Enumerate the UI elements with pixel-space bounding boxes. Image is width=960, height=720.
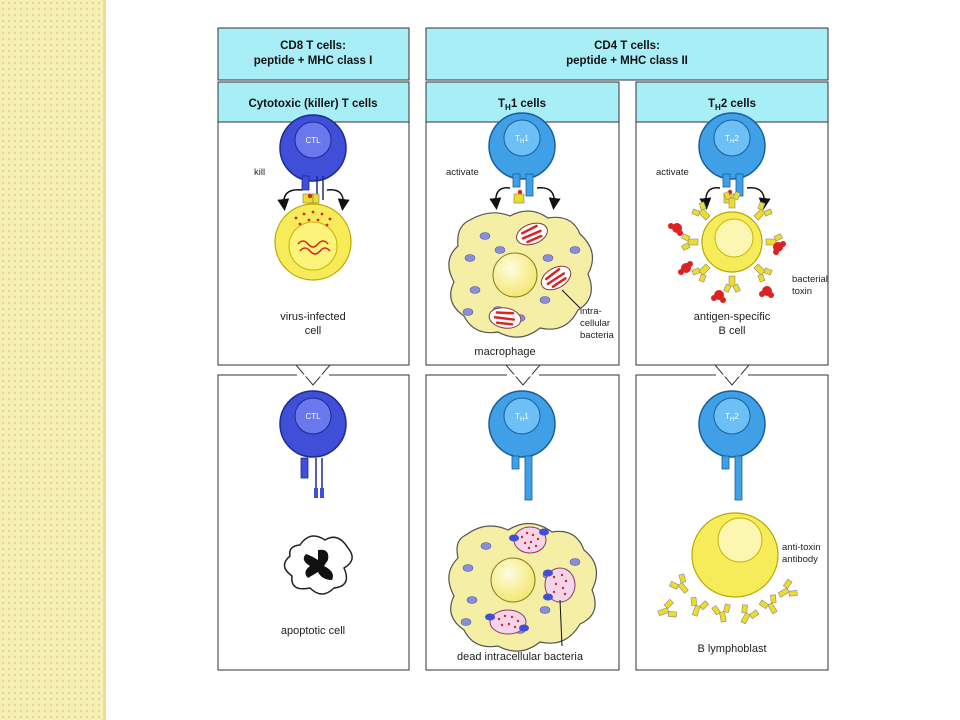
header-cd8: CD8 T cells: peptide + MHC class I <box>217 27 410 81</box>
macrophage-top <box>448 210 594 338</box>
b-cell-receptors <box>681 191 783 293</box>
mhc-receptor-col1 <box>302 193 320 204</box>
activate-arrows-th1 <box>489 187 561 210</box>
th2-cell-bottom: TH2 <box>698 390 766 501</box>
column-header-th1: TH1 cells <box>425 81 620 123</box>
transition-arrows <box>294 364 751 386</box>
virus-infected-label-1: virus-infected <box>280 311 345 323</box>
anti-toxin-label-1: anti-toxin <box>782 542 821 553</box>
bacterial-toxin-molecules <box>668 223 786 303</box>
column-header-th1-text: TH1 cells <box>498 98 546 112</box>
decorative-side-strip <box>0 0 106 720</box>
ctl-cell-bottom: CTL <box>279 390 347 498</box>
virus-particles <box>294 210 332 227</box>
column-header-cytotoxic-text: Cytotoxic (killer) T cells <box>248 98 377 110</box>
macrophage-label: macrophage <box>474 346 535 358</box>
intracellular-bacteria-top <box>488 222 572 329</box>
intracellular-label-2: cellular <box>580 318 610 329</box>
th1-cell-top: TH1 <box>488 112 556 197</box>
b-cell-top <box>668 191 786 303</box>
header-cd4-line1: CD4 T cells: <box>594 40 660 52</box>
dead-bacteria-pointer-line <box>559 599 563 647</box>
ctl-label-bottom: CTL <box>305 412 321 421</box>
header-cd4: CD4 T cells: peptide + MHC class II <box>425 27 829 81</box>
mhc-receptor-col2 <box>513 189 525 204</box>
header-cd8-line1: CD8 T cells: <box>280 40 346 52</box>
anti-toxin-label-2: antibody <box>782 554 818 565</box>
apoptotic-cell-label: apoptotic cell <box>281 625 345 637</box>
ctl-label-top: CTL <box>305 136 321 145</box>
dead-bacteria-label: dead intracellular bacteria <box>457 651 584 663</box>
ctl-cell-top: CTL <box>279 114 347 200</box>
activate-label-th2: activate <box>656 167 689 178</box>
column-header-th2-text: TH2 cells <box>708 98 756 112</box>
header-cd4-line2: peptide + MHC class II <box>566 55 688 67</box>
antigen-specific-label-2: B cell <box>719 325 746 337</box>
secreted-antibodies <box>657 573 798 625</box>
b-lymphoblast <box>691 512 779 598</box>
macrophage-bottom <box>448 522 598 652</box>
virus-infected-cell <box>274 203 352 281</box>
activate-label-th1: activate <box>446 167 479 178</box>
th2-label-bottom: TH2 <box>725 412 739 423</box>
bacterial-toxin-label-2: toxin <box>792 286 812 297</box>
th1-cell-bottom: TH1 <box>488 390 556 501</box>
kill-label: kill <box>254 167 265 178</box>
th2-cell-top: TH2 <box>698 112 766 197</box>
dead-bacteria-vesicles <box>485 526 576 635</box>
header-cd8-line2: peptide + MHC class I <box>254 55 373 67</box>
virus-infected-label-2: cell <box>305 325 322 337</box>
bacterial-toxin-label-1: bacterial <box>792 274 828 285</box>
b-lymphoblast-label: B lymphoblast <box>697 643 766 655</box>
column-header-cytotoxic: Cytotoxic (killer) T cells <box>217 81 410 123</box>
th1-label-top: TH1 <box>515 134 529 145</box>
bacteria-pointer-line <box>561 289 581 309</box>
th2-label-top: TH2 <box>725 134 739 145</box>
activate-arrows-th2 <box>699 187 771 210</box>
intracellular-label-3: bacteria <box>580 330 615 341</box>
kill-arrows <box>277 189 350 211</box>
antigen-specific-label-1: antigen-specific <box>694 311 771 323</box>
intracellular-label-1: intra- <box>580 306 602 317</box>
apoptotic-cell <box>283 535 353 595</box>
th1-label-bottom: TH1 <box>515 412 529 423</box>
